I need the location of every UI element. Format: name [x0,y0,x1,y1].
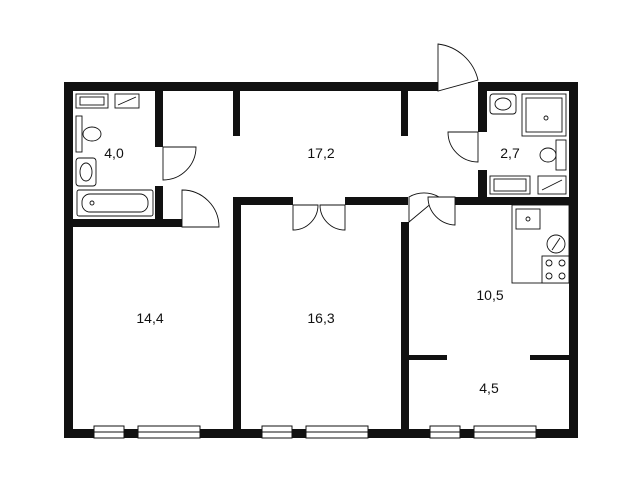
cooktop-icon [541,255,570,284]
center-bedroom-door-left[interactable] [292,204,319,231]
toilet-left-wall-lower [478,170,487,200]
center-bedroom-top-wall-left [233,197,293,205]
loggia-wall-right [530,355,569,360]
bathtub-icon [76,189,154,217]
doors [162,43,479,231]
left-wall [64,82,73,438]
toilet-door[interactable] [447,131,479,163]
kitchen-top-wall [455,197,569,205]
area-labels: 4,0 17,2 2,7 14,4 16,3 10,5 4,5 [104,145,520,396]
bathroom-door[interactable] [162,146,197,181]
hall-stub-2 [401,91,408,136]
entry-door[interactable] [437,43,479,92]
center-bedroom-top-wall-right [345,197,408,205]
area-toilet: 2,7 [500,145,520,161]
toilet-icon-2 [539,147,557,163]
area-hallway: 17,2 [307,145,334,161]
kitchen-fixtures [511,204,570,284]
outer-walls [64,82,578,438]
area-bedroom-left: 14,4 [136,310,163,326]
right-wall [569,82,578,438]
left-bedroom-door[interactable] [181,189,220,228]
divider-center-right [401,222,409,429]
bathroom-right-wall-lower [155,186,163,226]
center-bedroom-door-right[interactable] [319,204,346,231]
area-bedroom-center: 16,3 [307,310,334,326]
kitchen-sink-icon [515,208,541,230]
hall-stub-1 [233,91,240,136]
sink-icon-2 [489,93,517,115]
toilet-left-wall [478,82,487,132]
windows [93,425,537,439]
toilet-fixtures [489,93,567,195]
area-loggia: 4,5 [479,380,499,396]
kitchen-door[interactable] [427,196,456,226]
washing-machine-2 [489,175,531,195]
toilet-tank [555,139,567,171]
bathroom-fixtures [75,93,154,217]
sink-icon [75,157,97,187]
top-wall-right [478,82,578,91]
area-kitchen: 10,5 [476,287,503,303]
divider-left-center [233,197,241,429]
top-wall [64,82,438,91]
area-bathroom: 4,0 [104,145,124,161]
toilet-icon [82,126,102,142]
shower-icon [521,93,567,137]
left-bedroom-top-wall [73,219,182,227]
bathroom-right-wall [155,91,163,147]
interior-walls [73,82,569,429]
washing-machine [75,93,109,109]
towel-rail [75,115,83,153]
loggia-wall-left [409,355,447,360]
